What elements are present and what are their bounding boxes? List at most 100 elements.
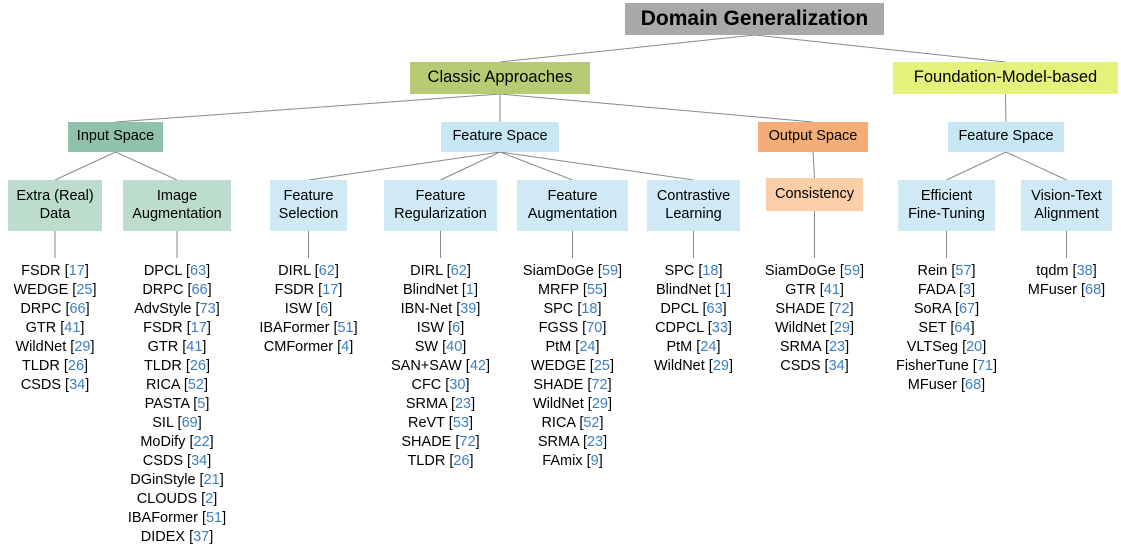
- method-item: DIDEX [37]: [107, 528, 247, 547]
- citation-link[interactable]: 69: [181, 415, 198, 431]
- citation-link[interactable]: 66: [191, 282, 208, 298]
- citation-link[interactable]: 20: [966, 339, 983, 355]
- citation-link[interactable]: 26: [67, 358, 85, 374]
- citation-link[interactable]: 34: [69, 377, 86, 393]
- method-list-extra-real-data: FSDR [17]WEDGE [25]DRPC [66]GTR [41]Wild…: [0, 262, 110, 395]
- citation-link[interactable]: 4: [341, 339, 350, 355]
- bracket-open: [: [461, 358, 470, 374]
- citation-link[interactable]: 72: [459, 434, 476, 450]
- citation-link[interactable]: 26: [453, 453, 470, 469]
- citation-link[interactable]: 18: [581, 301, 598, 317]
- bracket-close: ]: [609, 358, 614, 374]
- citation-link[interactable]: 29: [74, 339, 91, 355]
- method-item: IBAFormer [51]: [107, 509, 247, 528]
- method-name: PtM: [666, 339, 693, 355]
- citation-link[interactable]: 29: [833, 320, 850, 336]
- bracket-close: ]: [469, 453, 474, 469]
- citation-link[interactable]: 1: [718, 282, 727, 298]
- citation-link[interactable]: 18: [702, 263, 719, 279]
- citation-link[interactable]: 63: [190, 263, 207, 279]
- citation-link[interactable]: 17: [190, 320, 207, 336]
- bracket-close: ]: [603, 282, 608, 298]
- citation-link[interactable]: 17: [322, 282, 339, 298]
- citation-link[interactable]: 40: [446, 339, 463, 355]
- citation-link[interactable]: 34: [191, 453, 208, 469]
- citation-link[interactable]: 41: [186, 339, 203, 355]
- citation-link[interactable]: 68: [1085, 282, 1102, 298]
- method-name: WEDGE: [530, 358, 586, 374]
- bracket-open: [: [61, 301, 70, 317]
- citation-link[interactable]: 72: [591, 377, 608, 393]
- citation-link[interactable]: 23: [586, 434, 604, 450]
- citation-link[interactable]: 24: [700, 339, 717, 355]
- tree-edge: [1005, 93, 1007, 123]
- citation-link[interactable]: 41: [823, 282, 840, 298]
- citation-link[interactable]: 66: [69, 301, 86, 317]
- citation-link[interactable]: 1: [465, 282, 474, 298]
- citation-link[interactable]: 9: [590, 453, 599, 469]
- bracket-open: [: [197, 491, 206, 507]
- bracket-open: [: [444, 415, 453, 431]
- citation-link[interactable]: 17: [68, 263, 85, 279]
- citation-link[interactable]: 67: [958, 301, 976, 317]
- citation-link[interactable]: 53: [452, 415, 469, 431]
- bracket-open: [: [444, 320, 453, 336]
- bracket-close: ]: [92, 282, 97, 298]
- citation-link[interactable]: 2: [205, 491, 214, 507]
- citation-link[interactable]: 38: [1076, 263, 1093, 279]
- citation-link[interactable]: 25: [593, 358, 610, 374]
- citation-link[interactable]: 26: [189, 358, 207, 374]
- method-item: DPCL [63]: [107, 262, 247, 281]
- bracket-open: [: [694, 263, 703, 279]
- citation-link[interactable]: 37: [193, 529, 210, 545]
- citation-link[interactable]: 22: [193, 434, 210, 450]
- citation-link[interactable]: 42: [469, 358, 486, 374]
- citation-link[interactable]: 62: [318, 263, 335, 279]
- bracket-open: [: [692, 339, 701, 355]
- citation-link[interactable]: 57: [955, 263, 972, 279]
- citation-link[interactable]: 39: [460, 301, 477, 317]
- citation-link[interactable]: 29: [712, 358, 729, 374]
- method-list-efficient-fine-tuning: Rein [57]FADA [3]SoRA [67]SET [64]VLTSeg…: [881, 262, 1012, 395]
- bracket-open: [: [61, 377, 70, 393]
- bracket-open: [: [835, 263, 844, 279]
- citation-link[interactable]: 71: [976, 358, 993, 374]
- citation-link[interactable]: 52: [583, 415, 600, 431]
- citation-link[interactable]: 72: [833, 301, 850, 317]
- bracket-open: [: [333, 339, 342, 355]
- citation-link[interactable]: 21: [203, 472, 220, 488]
- citation-link[interactable]: 30: [449, 377, 466, 393]
- citation-link[interactable]: 34: [828, 358, 845, 374]
- citation-link[interactable]: 3: [963, 282, 972, 298]
- method-name: IBAFormer: [259, 320, 330, 336]
- method-name: FSDR: [21, 263, 61, 279]
- citation-link[interactable]: 23: [454, 396, 472, 412]
- citation-link[interactable]: 29: [591, 396, 608, 412]
- citation-link[interactable]: 55: [586, 282, 603, 298]
- method-list-contrastive-learning: SPC [18]BlindNet [1]DPCL [63]CDPCL [33]P…: [633, 262, 754, 376]
- citation-link[interactable]: 70: [586, 320, 603, 336]
- method-item: WildNet [29]: [754, 319, 875, 338]
- citation-link[interactable]: 62: [450, 263, 467, 279]
- citation-link[interactable]: 6: [320, 301, 329, 317]
- citation-link[interactable]: 68: [965, 377, 982, 393]
- citation-link[interactable]: 5: [197, 396, 206, 412]
- citation-link[interactable]: 59: [843, 263, 861, 279]
- leaf-contrastive-learning: Contrastive Learning: [647, 180, 740, 231]
- citation-link[interactable]: 23: [828, 339, 846, 355]
- citation-link[interactable]: 73: [199, 301, 216, 317]
- citation-link[interactable]: 24: [579, 339, 596, 355]
- citation-link[interactable]: 51: [205, 510, 223, 526]
- citation-link[interactable]: 33: [711, 320, 728, 336]
- citation-link[interactable]: 64: [954, 320, 971, 336]
- citation-link[interactable]: 25: [76, 282, 93, 298]
- citation-link[interactable]: 52: [187, 377, 204, 393]
- method-item: CSDS [34]: [107, 452, 247, 471]
- citation-link[interactable]: 59: [601, 263, 619, 279]
- bracket-open: [: [815, 282, 824, 298]
- citation-link[interactable]: 41: [64, 320, 81, 336]
- method-name: IBN-Net: [400, 301, 453, 317]
- citation-link[interactable]: 63: [706, 301, 723, 317]
- citation-link[interactable]: 6: [452, 320, 461, 336]
- citation-link[interactable]: 51: [337, 320, 354, 336]
